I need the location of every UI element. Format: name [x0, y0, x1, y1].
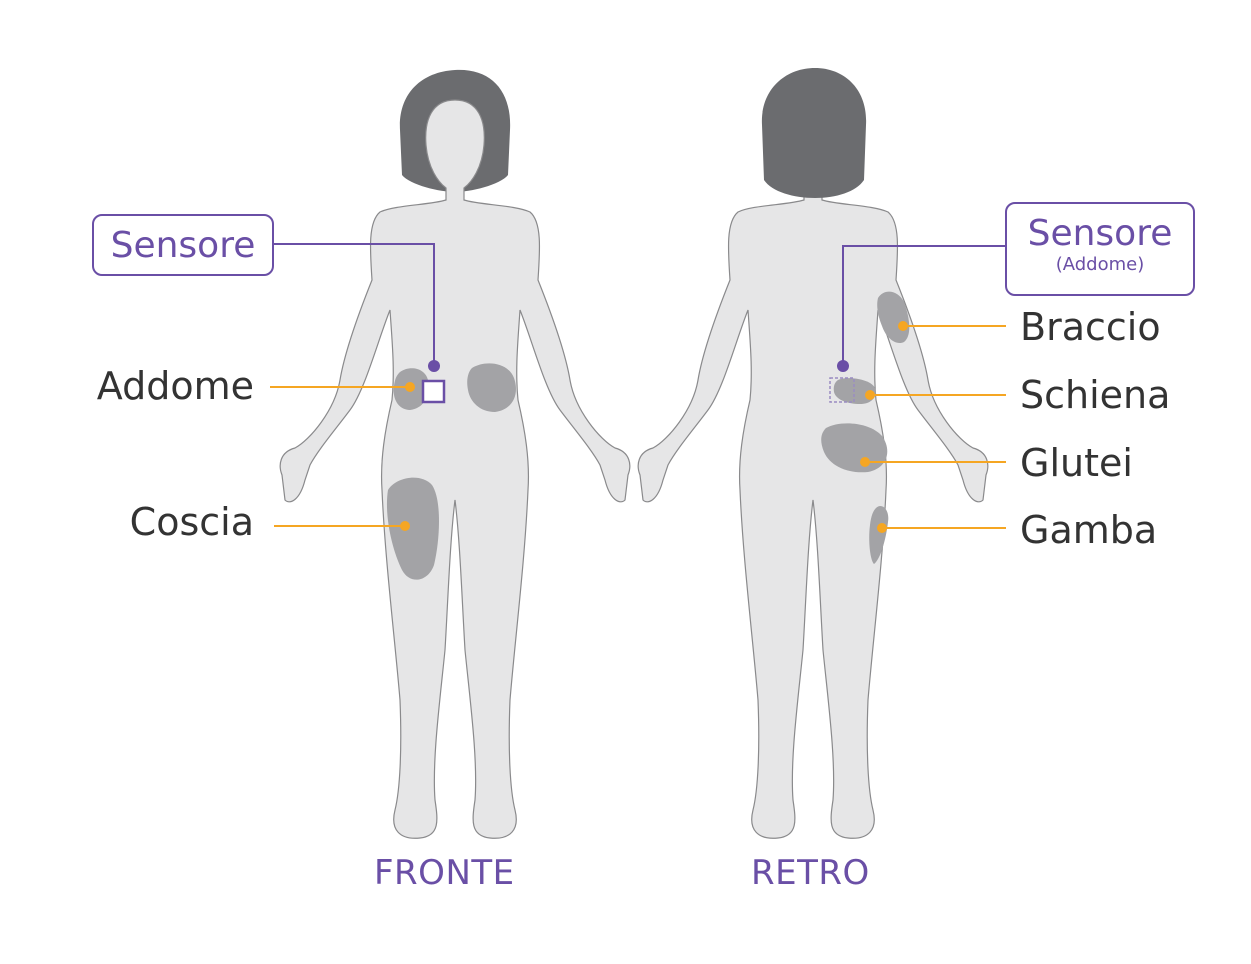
back-sensor-sublabel: (Addome) — [1055, 254, 1145, 275]
back-sensor-label: Sensore — [1027, 213, 1173, 254]
front-sensor-label: Sensore — [110, 225, 256, 266]
back-dot-schiena — [865, 390, 875, 400]
front-sensor-marker — [421, 379, 446, 404]
back-label-glutei: Glutei — [1020, 441, 1133, 485]
front-figure — [279, 69, 631, 839]
front-dot-addome — [405, 382, 415, 392]
back-hair — [761, 68, 867, 198]
front-caption: FRONTE — [374, 853, 515, 893]
front-sensor-leader — [273, 243, 435, 366]
back-sensor-leader — [842, 245, 1006, 366]
back-figure — [637, 68, 989, 839]
back-label-schiena: Schiena — [1020, 373, 1171, 417]
back-sensor-dot — [837, 360, 849, 372]
front-label-addome: Addome — [96, 364, 254, 408]
back-caption: RETRO — [751, 853, 870, 893]
front-site-abdomen-right — [467, 363, 516, 412]
front-dot-coscia — [400, 521, 410, 531]
front-body-silhouette — [279, 99, 631, 839]
front-label-coscia: Coscia — [129, 500, 254, 544]
back-dot-glutei — [860, 457, 870, 467]
back-body-silhouette — [637, 99, 989, 839]
back-site-arm — [877, 291, 910, 344]
back-site-buttock — [821, 423, 888, 473]
back-label-gamba: Gamba — [1020, 508, 1158, 552]
back-site-leg — [869, 505, 889, 564]
leader-lines — [270, 243, 1006, 533]
front-sensor-callout: Sensore — [92, 214, 274, 276]
back-label-braccio: Braccio — [1020, 305, 1161, 349]
back-sensor-callout: Sensore (Addome) — [1005, 202, 1195, 296]
front-site-thigh — [386, 477, 439, 580]
front-sensor-dot — [428, 360, 440, 372]
back-site-lower-back — [833, 378, 876, 404]
back-dot-gamba — [877, 523, 887, 533]
back-dot-braccio — [898, 321, 908, 331]
back-sensor-marker — [829, 377, 855, 403]
